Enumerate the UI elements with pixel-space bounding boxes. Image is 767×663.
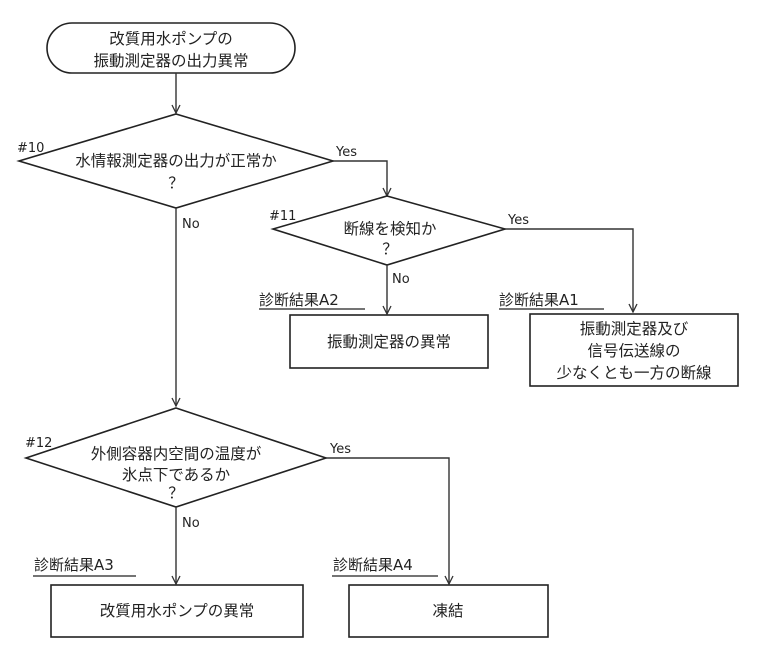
result-a3-label: 診断結果A3 xyxy=(34,556,114,574)
result-a2-label: 診断結果A2 xyxy=(259,291,339,309)
decision-11: #11 断線を検知か ？ xyxy=(269,195,508,266)
result-a1-box xyxy=(529,313,739,387)
result-a1-label: 診断結果A1 xyxy=(499,291,579,309)
result-a2-box xyxy=(289,314,489,369)
start-line-1: 改質用水ポンプの xyxy=(109,30,233,48)
decision-10-no-label: No xyxy=(182,217,200,232)
decision-11-question-mark: ？ xyxy=(382,240,398,258)
result-a1-text-line-2: 信号伝送線の xyxy=(587,342,680,360)
decision-12-question-mark: ？ xyxy=(168,484,184,502)
result-a2: 診断結果A2 振動測定器の異常 xyxy=(259,291,489,369)
result-a3-text: 改質用水ポンプの異常 xyxy=(100,602,255,620)
decision-12-no-label: No xyxy=(182,516,200,531)
decision-12-id: #12 xyxy=(25,436,52,451)
decision-11-no-label: No xyxy=(392,272,410,287)
decision-12-question-line-2: 氷点下であるか xyxy=(122,466,230,484)
result-a4-label: 診断結果A4 xyxy=(333,556,413,574)
result-a1: 診断結果A1 振動測定器及び 信号伝送線の 少なくとも一方の断線 xyxy=(499,291,739,387)
decision-12-question-line-1: 外側容器内空間の温度が xyxy=(91,445,262,463)
decision-10-question-mark: ？ xyxy=(168,174,184,192)
decision-10-yes-label: Yes xyxy=(335,145,357,160)
decision-10-question: 水情報測定器の出力が正常か xyxy=(75,152,277,170)
result-a2-text: 振動測定器の異常 xyxy=(327,333,451,351)
result-a1-text-line-3: 少なくとも一方の断線 xyxy=(556,364,711,382)
start-node: 改質用水ポンプの 振動測定器の出力異常 xyxy=(46,22,296,74)
decision-10: #10 水情報測定器の出力が正常か ？ xyxy=(16,113,336,209)
result-a3: 診断結果A3 改質用水ポンプの異常 xyxy=(33,556,304,638)
start-line-2: 振動測定器の出力異常 xyxy=(93,52,248,70)
decision-12: #12 外側容器内空間の温度が 氷点下であるか ？ xyxy=(23,407,329,508)
result-a4: 診断結果A4 凍結 xyxy=(332,556,549,638)
result-a4-box xyxy=(348,584,549,638)
decision-11-question: 断線を検知か xyxy=(343,220,436,238)
decision-10-id: #10 xyxy=(17,141,44,156)
result-a4-text: 凍結 xyxy=(432,602,463,620)
result-a3-box xyxy=(50,584,304,638)
decision-11-yes-label: Yes xyxy=(507,213,529,228)
start-terminator-shape xyxy=(46,22,296,74)
connector-11-yes xyxy=(505,228,633,312)
result-a1-text-line-1: 振動測定器及び xyxy=(580,320,689,338)
connector-10-yes xyxy=(333,160,387,196)
connector-12-yes xyxy=(326,457,449,584)
decision-12-yes-label: Yes xyxy=(329,442,351,457)
decision-11-id: #11 xyxy=(269,209,296,224)
